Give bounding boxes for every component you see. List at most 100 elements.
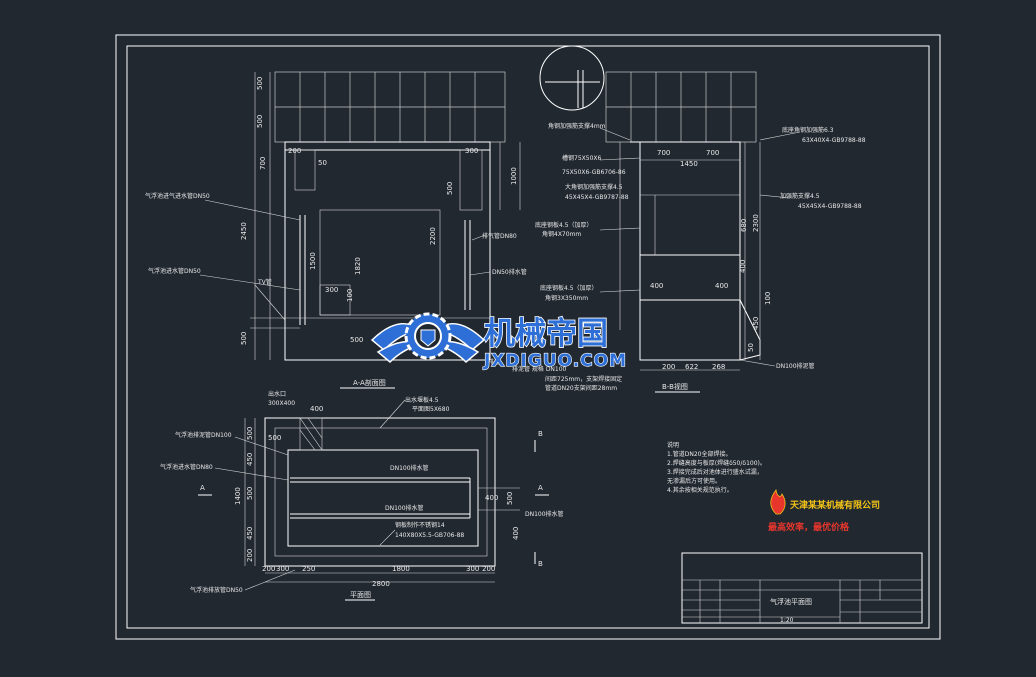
callout-label: 排气管DN80 xyxy=(482,232,517,240)
dim-label: 500 xyxy=(240,332,248,345)
dim-label: 50 xyxy=(747,343,755,352)
dim-label: 400 xyxy=(485,494,498,502)
drawing-scale: 1:20 xyxy=(780,617,794,624)
section-bb-title: B-B视图 xyxy=(662,382,688,391)
callout-label: DN50排水管 xyxy=(492,268,527,276)
dim-label: 400 xyxy=(715,282,728,290)
dim-label: 2450 xyxy=(240,222,248,240)
callout-label: 角钢4X70mm xyxy=(542,230,581,238)
section-mark-b-bottom: B xyxy=(538,560,543,568)
plan-section-marks: A A B B xyxy=(198,430,549,568)
section-aa-dims-top: 200 300 1000 500 xyxy=(288,147,518,195)
callout-label: DN100排泥管 xyxy=(776,362,815,370)
dim-label: 1450 xyxy=(680,160,698,168)
section-aa-grid xyxy=(274,71,506,143)
callout-label: 排泥 xyxy=(488,358,500,366)
plan-view-title: 平面图 xyxy=(350,591,371,599)
detail-circle xyxy=(539,45,605,111)
notes-heading: 说明 xyxy=(667,441,679,449)
callout-label: 大角钢加强筋支撑4.5 xyxy=(565,183,623,191)
plan-dims-bottom: 200 300 250 1800 300 200 2800 xyxy=(262,565,495,588)
dim-label: 500 xyxy=(350,336,363,344)
callout-label: 45X45X4-GB9787-88 xyxy=(565,194,629,201)
dim-label: 500 xyxy=(256,77,264,90)
section-bb-dims-bottom: 400 400 200 622 268 xyxy=(650,282,728,371)
callout-label: 气浮池进水管DN50 xyxy=(148,267,201,275)
dim-label: 300 xyxy=(465,147,478,155)
dim-label: 700 xyxy=(657,149,670,157)
callout-label: DN100排水管 xyxy=(390,464,429,472)
dim-label: 2800 xyxy=(372,580,390,588)
callout-label: 槽钢75X50X6 xyxy=(562,154,601,162)
gear-wings-icon xyxy=(370,312,486,364)
dim-label: 500 xyxy=(506,492,514,505)
notes-line: 3.焊接完成后对池体进行盛水试漏， xyxy=(667,468,763,476)
watermark-logo: 机械帝国 JXDIGUO.COM xyxy=(370,312,627,372)
dim-label: 268 xyxy=(712,363,725,371)
dim-label: 300 xyxy=(466,565,479,573)
dim-label: 500 xyxy=(446,182,454,195)
notes-line: 1.管道DN20全部焊接。 xyxy=(667,450,731,458)
section-mark-a-right: A xyxy=(538,484,543,492)
dim-label: 500 xyxy=(256,115,264,128)
dim-label: 250 xyxy=(302,565,315,573)
callout-label: 45X45X4-GB9788-88 xyxy=(798,203,862,210)
dim-label: 400 xyxy=(310,405,323,413)
dim-label: 450 xyxy=(246,527,254,540)
callout-label: 平面图5X680 xyxy=(412,406,450,413)
callout-label: 角钢3X350mm xyxy=(545,294,588,302)
plan-outer-wall xyxy=(264,417,496,567)
section-bb-view: 700 700 1450 680 2300 450 400 100 50 400… xyxy=(512,45,866,393)
dim-label: 500 xyxy=(246,427,254,440)
notes-line: 2.焊缝高度与板厚(焊缝δ50/δ100)。 xyxy=(667,459,766,467)
callout-label: 140X80X5.5-GB706-88 xyxy=(395,532,464,539)
section-mark-b-top: B xyxy=(538,430,543,438)
section-bb-dims-right: 680 2300 450 400 100 50 xyxy=(739,214,772,352)
dim-label: 622 xyxy=(685,363,698,371)
section-aa-view: 500 500 700 2450 500 200 300 1000 500 18… xyxy=(145,71,527,389)
callout-label: 管道DN20支架间距28mm xyxy=(545,384,617,392)
section-bb-tank xyxy=(639,141,741,361)
section-bb-callouts: 角钢加强筋支撑4mm 槽钢75X50X6 75X50X6-GB6706-86 大… xyxy=(512,122,866,392)
callout-label: 75X50X6-GB6706-86 xyxy=(562,169,626,176)
stamp-company-name: 天津某某机械有限公司 xyxy=(790,499,880,511)
callout-label: 气浮池排泥管DN100 xyxy=(175,431,232,439)
callout-label: 加强筋支撑4.5 xyxy=(780,192,820,200)
logo-cn-text: 机械帝国 xyxy=(484,316,608,352)
callout-label: DN100排水管 xyxy=(525,510,564,518)
section-aa-callouts: 气浮池进气进水管DN50 气浮池进水管DN50 排气管DN80 DN50排水管 … xyxy=(145,192,527,366)
dim-label: 200 xyxy=(246,549,254,562)
title-block: 气浮池平面图 1:20 xyxy=(681,552,923,624)
dim-label: 1400 xyxy=(234,487,242,505)
callout-label: 63X40X4-GB9788-88 xyxy=(802,137,866,144)
dim-label: 450 xyxy=(752,317,760,330)
dim-label: 1000 xyxy=(510,167,518,185)
callout-label: 气浮池进气进水管DN50 xyxy=(145,192,210,200)
plan-callouts: 出水口 300X400 出水堰板4.5 平面图5X680 气浮池排泥管DN100… xyxy=(160,390,564,594)
callout-label: 气浮池进水管DN80 xyxy=(160,463,213,471)
dim-label: 2300 xyxy=(752,214,760,232)
flame-icon xyxy=(770,488,786,515)
dim-label: 400 xyxy=(512,527,520,540)
callout-label: 钢板制作不锈钢14 xyxy=(395,521,445,529)
plan-dims-right: 500 400 xyxy=(506,492,520,540)
callout-label: TV管 xyxy=(257,278,272,286)
dim-label: 50 xyxy=(318,159,327,167)
dim-label: 1820 xyxy=(354,257,362,275)
section-aa-dims-inner: 1820 2200 1500 300 100 500 50 xyxy=(309,159,437,344)
dim-label: 200 xyxy=(262,565,275,573)
dim-label: 500 xyxy=(268,434,281,442)
callout-label: 出水堰板4.5 xyxy=(405,396,439,404)
callout-label: 底座钢板4.5（加厚） xyxy=(535,221,593,229)
dim-label: 200 xyxy=(662,363,675,371)
section-mark-a-left: A xyxy=(200,484,205,492)
dim-label: 200 xyxy=(482,565,495,573)
section-aa-title: A-A剖面图 xyxy=(353,378,386,387)
dim-label: 100 xyxy=(764,292,772,305)
dim-label: 400 xyxy=(739,260,747,273)
dim-label: 100 xyxy=(346,289,354,302)
callout-label: 角钢加强筋支撑4mm xyxy=(548,122,606,130)
drawing-name: 气浮池平面图 xyxy=(770,597,812,606)
dim-label: 200 xyxy=(288,147,301,155)
callout-label: 间距725mm，支架焊接固定 xyxy=(545,375,622,383)
